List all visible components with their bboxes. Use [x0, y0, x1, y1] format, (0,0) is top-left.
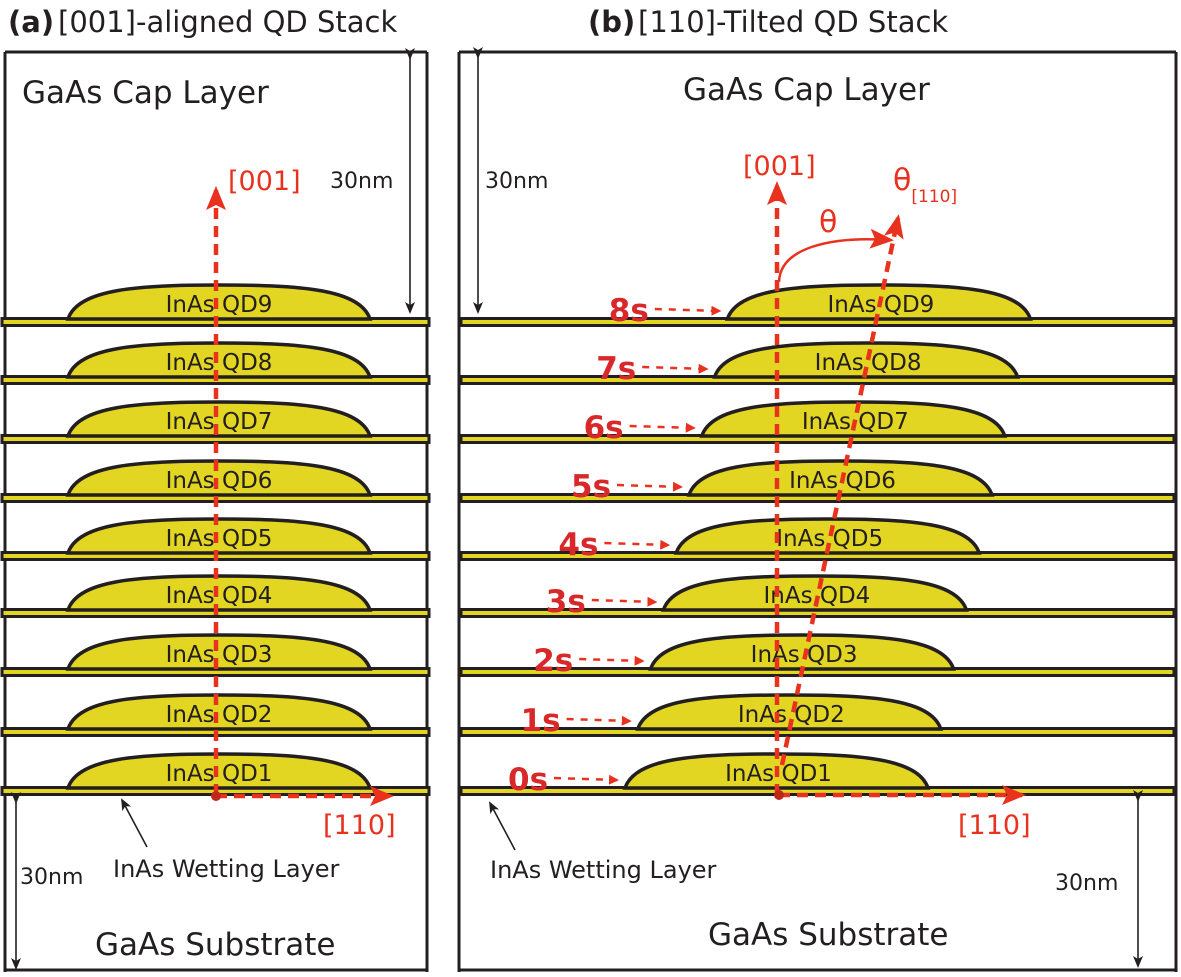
shift-label: 6s [584, 410, 624, 446]
panel-b-qd-layer: InAs QD9 [459, 283, 1176, 327]
qd-label: InAs QD8 [166, 350, 273, 376]
quantum-dot [65, 400, 373, 438]
panel-a-substrate-thickness-label: 30nm [20, 865, 83, 890]
panel-a: (a) [001]-aligned QD Stack GaAs Cap Laye… [0, 5, 431, 972]
qd-label: InAs QD9 [166, 292, 273, 318]
qd-label: InAs QD6 [166, 468, 273, 494]
panel-b-wetting-pointer [489, 801, 516, 851]
quantum-dot [65, 283, 373, 321]
shift-arrow [642, 363, 709, 374]
panel-b-qd-layer: InAs QD3 [459, 633, 1176, 677]
shift-arrow [579, 655, 645, 666]
panel-b-tilted-axis-label: θ[110] [893, 163, 957, 207]
quantum-dot [686, 459, 995, 497]
qd-label: InAs QD3 [166, 642, 273, 668]
shift-arrow [566, 715, 632, 726]
panel-a-cap-thickness-label: 30nm [330, 169, 393, 194]
panel-b-shift-labels: 8s 7s 6s 5s 4s 3s 2s 1s 0s [508, 293, 722, 798]
shift-arrow [591, 596, 658, 607]
quantum-dot [712, 341, 1021, 379]
qd-label: InAs QD2 [166, 702, 273, 728]
quantum-dot [660, 574, 969, 612]
panel-b-frame [457, 50, 1178, 972]
panel-b-qd-layer: InAs QD8 [459, 341, 1176, 385]
shift-label: 8s [609, 293, 649, 329]
panel-b-qd-layer: InAs QD1 [459, 752, 1176, 796]
quantum-dot [65, 341, 373, 379]
shift-label: 1s [521, 703, 561, 739]
shift-arrow [616, 481, 683, 492]
panel-b-substrate-thickness-label: 30nm [1055, 871, 1118, 896]
shift-label: 5s [571, 469, 611, 505]
panel-a-qd-layer: InAs QD3 [0, 633, 431, 677]
quantum-dot [65, 517, 373, 555]
quantum-dot [65, 633, 373, 671]
shift-label: 3s [546, 584, 586, 620]
panel-b-qd-layer: InAs QD6 [459, 459, 1176, 503]
panel-b-001-axis-label: [001] [743, 151, 816, 182]
panel-a-tag: (a) [8, 5, 54, 39]
panel-a-001-axis-label: [001] [228, 166, 301, 197]
panel-a-wetting-label: InAs Wetting Layer [113, 855, 340, 883]
panel-a-cap-layer-label: GaAs Cap Layer [22, 75, 269, 111]
panel-b-theta-arc [777, 228, 894, 283]
shift-arrow [654, 305, 722, 316]
panel-a-origin-dot [211, 791, 221, 801]
panel-b-qd-layer: InAs QD2 [459, 693, 1176, 737]
panel-b-substrate-label: GaAs Substrate [708, 917, 949, 953]
panel-a-substrate-label: GaAs Substrate [95, 927, 336, 963]
qd-label: InAs QD7 [166, 409, 273, 435]
panel-b-qd-layer: InAs QD5 [459, 517, 1176, 561]
panel-a-qd-layer: InAs QD7 [0, 400, 431, 444]
panel-b-cap-thickness-label: 30nm [485, 169, 548, 194]
qd-label: InAs QD1 [166, 761, 273, 787]
panel-a-wetting-pointer [121, 798, 148, 848]
panel-b-wetting-label: InAs Wetting Layer [490, 856, 717, 884]
panel-b-tag: (b) [588, 5, 635, 39]
panel-b-qd-layer: InAs QD4 [459, 574, 1176, 618]
panel-b-theta-label: θ [819, 205, 837, 240]
qd-label: InAs QD5 [166, 526, 273, 552]
panel-b-qd-layer: InAs QD7 [459, 400, 1176, 444]
quantum-dot [65, 693, 373, 731]
shift-arrow [629, 422, 696, 433]
quantum-dot [65, 574, 373, 612]
shift-label: 0s [508, 762, 548, 798]
panel-b-origin-dot [774, 790, 784, 800]
quantum-dot [65, 752, 373, 790]
shift-arrow [553, 774, 619, 785]
panel-a-frame [3, 50, 429, 972]
panel-a-110-axis-label: [110] [323, 810, 396, 841]
panel-b-title: [110]-Tilted QD Stack [638, 5, 948, 39]
panel-a-title: [001]-aligned QD Stack [58, 5, 397, 39]
quantum-dot [648, 633, 957, 671]
panel-b-tilted-axis-arrow [779, 214, 904, 766]
panel-b-cap-layer-label: GaAs Cap Layer [683, 72, 930, 108]
panel-b: (b) [110]-Tilted QD Stack GaAs Cap Layer… [457, 5, 1178, 972]
panel-b-110-axis-label: [110] [958, 810, 1031, 841]
shift-label: 4s [558, 527, 598, 563]
quantum-dot [673, 517, 982, 555]
qd-label: InAs QD4 [166, 583, 273, 609]
shift-label: 2s [533, 643, 573, 679]
shift-label: 7s [596, 351, 636, 387]
quantum-dot [635, 693, 944, 731]
shift-arrow [604, 539, 671, 550]
quantum-dot [65, 459, 373, 497]
